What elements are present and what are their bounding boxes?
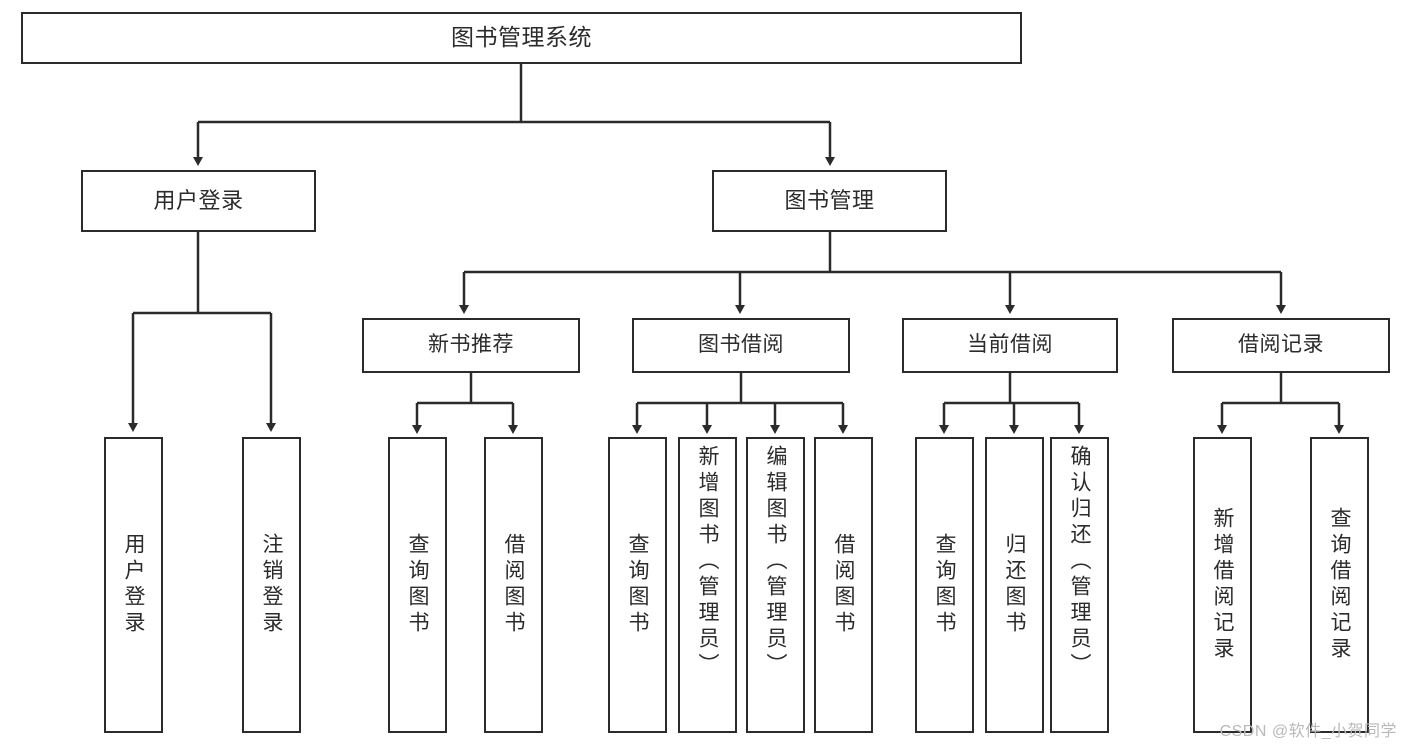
node-book-borrow[interactable]: 图书借阅 [632, 318, 850, 373]
leaf-return-book[interactable]: 归还图书 [985, 437, 1044, 733]
node-label: 图书借阅 [698, 333, 784, 357]
node-label: 新书推荐 [428, 333, 514, 357]
leaf-query-book-current[interactable]: 查询图书 [915, 437, 974, 733]
node-borrow-record[interactable]: 借阅记录 [1172, 318, 1390, 373]
node-label: 新增借阅记录 [1211, 507, 1234, 663]
leaf-confirm-return-admin[interactable]: 确认归还（管理员） [1050, 437, 1109, 733]
leaf-add-borrow-record[interactable]: 新增借阅记录 [1193, 437, 1252, 733]
node-label: 借阅记录 [1238, 333, 1324, 357]
node-label: 用户登录 [153, 188, 244, 214]
node-label: 图书管理 [784, 188, 875, 214]
node-current-borrow[interactable]: 当前借阅 [902, 318, 1118, 373]
leaf-query-borrow-record[interactable]: 查询借阅记录 [1310, 437, 1369, 733]
node-label: 注销登录 [260, 533, 283, 637]
node-label: 确认归还（管理员） [1068, 445, 1091, 679]
node-label: 归还图书 [1003, 533, 1026, 637]
node-label: 当前借阅 [967, 333, 1053, 357]
leaf-user-login[interactable]: 用户登录 [104, 437, 163, 733]
node-label: 用户登录 [122, 533, 145, 637]
leaf-borrow-book[interactable]: 借阅图书 [814, 437, 873, 733]
watermark: CSDN @软件_小贺同学 [1219, 723, 1397, 740]
node-user-login[interactable]: 用户登录 [81, 170, 316, 232]
node-label: 查询图书 [933, 533, 956, 637]
node-label: 借阅图书 [832, 533, 855, 637]
node-label: 图书管理系统 [451, 24, 592, 51]
leaf-query-book-borrow[interactable]: 查询图书 [608, 437, 667, 733]
node-label: 查询借阅记录 [1328, 507, 1351, 663]
leaf-logout[interactable]: 注销登录 [242, 437, 301, 733]
leaf-borrow-book-new[interactable]: 借阅图书 [484, 437, 543, 733]
node-label: 借阅图书 [502, 533, 525, 637]
leaf-add-book-admin[interactable]: 新增图书（管理员） [678, 437, 737, 733]
node-new-book-recommend[interactable]: 新书推荐 [362, 318, 580, 373]
node-root-system[interactable]: 图书管理系统 [21, 12, 1022, 64]
leaf-query-book-new[interactable]: 查询图书 [388, 437, 447, 733]
node-label: 编辑图书（管理员） [764, 445, 787, 679]
node-book-management[interactable]: 图书管理 [712, 170, 947, 232]
leaf-edit-book-admin[interactable]: 编辑图书（管理员） [746, 437, 805, 733]
node-label: 查询图书 [626, 533, 649, 637]
node-label: 新增图书（管理员） [696, 445, 719, 679]
node-label: 查询图书 [406, 533, 429, 637]
